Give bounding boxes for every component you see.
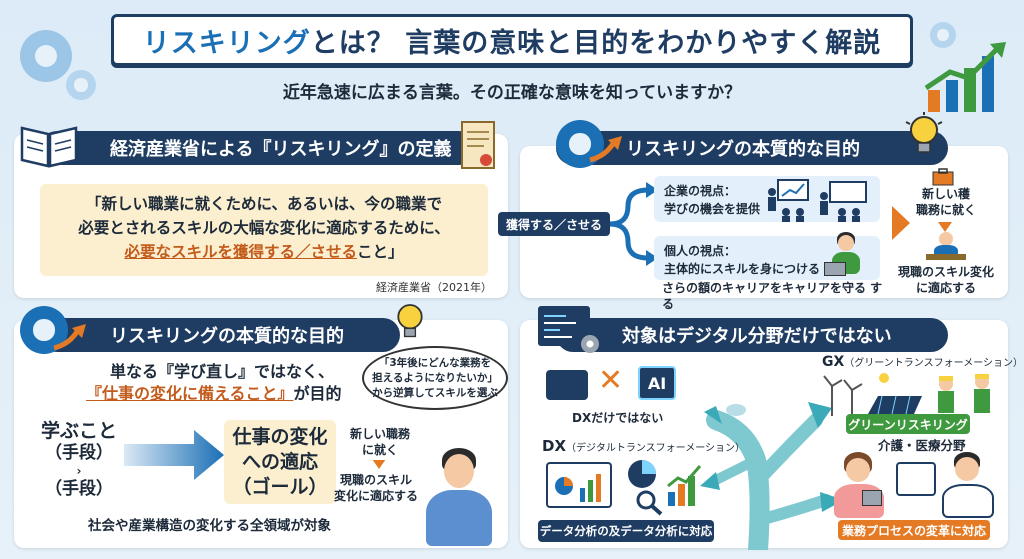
scroll-icon [461,121,495,169]
new-job-line: 職務に就く [915,203,976,217]
lead-end: が目的 [293,384,342,403]
dx-label: データ分析の及データ分析に対応 [538,520,714,542]
scope-text: 社会や産業構造の変化する全領域が対象 [88,518,331,534]
individual-view-text: 主体的にスキルを身につける [664,262,821,276]
new-job-text: 新しい穫 職務に就く [912,186,980,218]
new-duty-line: に就く [361,443,398,457]
magnifier-icon [636,490,663,516]
dx-only-text: DXだけではない [572,411,664,425]
gear-icon [20,30,72,82]
career-text: さらの額のキャリアをキャリアを守る する [662,281,883,311]
dx-title: DX（デジタルトランスフォーメーション） [542,438,745,457]
gx-title: GX（グリーントランスフォーメーション） [822,354,1023,372]
gx-label: グリーンリスキリング [846,414,970,434]
means-text: 学ぶこと （手段） › （手段） [36,420,122,500]
connector-label: 獲得する／させる [498,212,610,236]
quote-line: 必要とされるスキルの大幅な変化に適応するために、 [78,219,450,237]
gx-title-full: （グリーントランスフォーメーション） [844,358,1023,369]
ai-chip-icon: AI [638,366,676,400]
title-box: リスキリングとは？ 言葉の意味と目的をわかりやすく解説 [111,14,913,66]
green-energy-icon [823,373,990,416]
gear-icon [66,70,96,100]
care-label: 業務プロセスの変革に対応 [838,520,990,540]
definition-source: 経済産業省（2021年） [376,281,492,294]
growth-chart-icon [924,42,1006,112]
tree-illustration [700,402,844,550]
quote-highlight: 必要なスキルを獲得する／させる [124,243,357,261]
title-rest: とは？ 言葉の意味と目的をわかりやすく解説 [310,27,882,59]
growth-chart-icon [667,465,702,506]
pie-chart-icon [628,460,656,488]
company-view-title: 企業の視点： [664,184,737,198]
current-skill-line: 変化に適応する [333,489,418,503]
arrow-down-icon [372,460,386,469]
new-duty-text: 新しい職務 に就く [340,426,420,458]
company-view-text: 学びの機会を提供 [664,202,761,216]
individual-view-title: 個人の視点： [664,244,737,258]
lightbulb-icon [905,112,943,153]
bubble-line: から逆算してスキルを選ぶ [372,386,498,399]
definition-quote: 「新しい職業に就くために、あるいは、今の職業で 必要とされるスキルの大幅な変化に… [40,184,488,276]
goal-box: 仕事の変化 への適応 （ゴール） [224,420,336,504]
goal-line: （ゴール） [232,475,328,498]
record-screen [896,462,936,496]
gear-icon [930,22,956,48]
branch-arrows [609,182,658,266]
bar-chart-icon [555,474,601,502]
person-laptop-icon [824,232,868,278]
code-window-icon [538,306,599,353]
quote-line: 「新しい職業に就くために、あるいは、今の職業で [85,195,443,213]
chevron-right-icon [892,206,910,240]
gx-title-main: GX [822,354,845,370]
lead-line-2: 『仕事の変化に備えること』が目的 [86,384,342,404]
lead-highlight: 『仕事の変化に備えること』 [86,384,294,403]
briefcase-icon [932,168,954,186]
care-title: 介護・医療分野 [878,438,966,453]
dx-title-full: （デジタルトランスフォーメーション） [566,443,746,454]
purpose-bottom-heading: リスキリングの本質的な目的 [40,318,400,352]
quote-end: こと」 [357,243,404,261]
adapt-line: 現職のスキル変化 [897,265,994,279]
new-job-line: 新しい穫 [921,187,970,201]
title-accent: リスキリング [142,27,311,59]
bubble-line: 「3年後にどんな業務を [378,356,492,369]
presentation-icon [768,179,867,222]
person-desk-icon [926,232,966,262]
adapt-line: に適応する [915,281,976,295]
current-skill-text: 現職のスキル 変化に適応する [326,472,426,504]
code-screen [546,370,588,400]
dx-title-main: DX [542,437,567,455]
lead-line-1: 単なる『学び直し』ではなく、 [110,362,335,381]
lightbulb-icon [397,304,423,338]
doctor-icon [938,452,998,518]
arrow-up-icon [589,136,622,163]
arrow-up-icon [53,324,86,351]
man-pointing-icon [420,448,500,548]
thought-bubble: 「3年後にどんな業務を 担えるようになりたいか」 から逆算してスキルを選ぶ [362,346,508,410]
goal-line: 仕事の変化 [232,425,328,448]
chevron-right-icon: › [76,464,82,478]
arrow-right-icon [124,430,224,480]
means-line: （手段） [45,443,113,463]
current-skill-line: 現職のスキル [339,473,412,487]
page-title: リスキリングとは？ 言葉の意味と目的をわかりやすく解説 [143,21,881,60]
means-line: （手段） [45,479,113,499]
book-icon [20,126,78,168]
target-heading: 対象はデジタル分野だけではない [556,318,948,352]
quote-line: 必要なスキルを獲得する／させること」 [50,240,478,264]
nurse-tablet-icon [830,452,890,518]
bubble-line: 担えるようになりたいか」 [372,371,498,384]
definition-heading: 経済産業省による『リスキリング』の定義 [40,131,476,165]
new-duty-line: 新しい職務 [349,427,410,441]
adapt-text: 現職のスキル変化 に適応する [886,264,1006,296]
arrow-down-icon [938,222,952,232]
subtitle: 近年急速に広まる言葉。その正確な意味を知っていますか？ [282,83,742,103]
goal-line: への適応 [241,450,318,473]
cross-icon: ✕ [598,363,624,398]
means-line: 学ぶこと [40,420,117,442]
